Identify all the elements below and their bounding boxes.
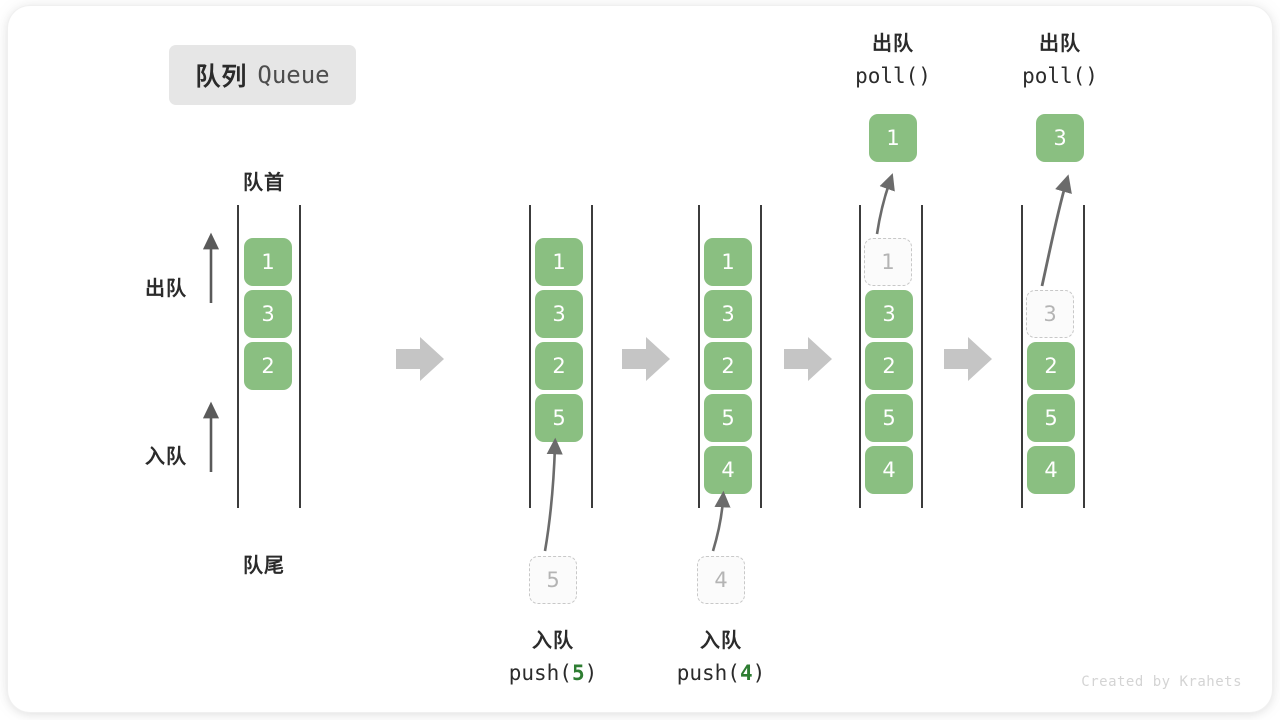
stage2-op-call: push(5)	[508, 661, 598, 685]
stage5-cell-0: 3	[1026, 290, 1074, 338]
stage5-rail-left	[1021, 205, 1023, 508]
stage4-cell-0: 1	[864, 238, 912, 286]
stage5-outgoing-cell: 3	[1036, 114, 1084, 162]
stage1-cell-2: 2	[244, 342, 292, 390]
stage3-cell-4: 4	[704, 446, 752, 494]
stage4-cell-4: 4	[865, 446, 913, 494]
stage3-op-call: push(4)	[676, 661, 766, 685]
stage4-op-label: 出队 poll()	[818, 29, 968, 93]
stage4-cell-3: 5	[865, 394, 913, 442]
stage2-rail-right	[591, 205, 593, 508]
stage5-op-call: poll()	[1022, 64, 1098, 88]
flow-arrow-3	[784, 337, 832, 381]
stage5-rail-right	[1083, 205, 1085, 508]
stage2-cell-3: 5	[535, 394, 583, 442]
title-badge: 队列 Queue	[169, 45, 356, 105]
stage3-cell-0: 1	[704, 238, 752, 286]
flow-arrow-1	[396, 337, 444, 381]
stage3-rail-right	[760, 205, 762, 508]
stage4-op-call: poll()	[855, 64, 931, 88]
stage2-rail-left	[529, 205, 531, 508]
poll-1-arrow	[875, 173, 895, 235]
stage5-cell-2: 5	[1027, 394, 1075, 442]
stage3-cell-1: 3	[704, 290, 752, 338]
flow-arrow-4	[944, 337, 992, 381]
push-5-arrow	[543, 437, 563, 552]
stage2-cell-2: 2	[535, 342, 583, 390]
stage3-rail-left	[698, 205, 700, 508]
diagram-canvas: 队列 Queue 队首 队尾 出队 入队 1 3 2 1 3 2 5 5 入队 …	[8, 6, 1272, 712]
stage4-op-cn: 出队	[872, 33, 914, 55]
watermark: Created by Krahets	[1081, 674, 1242, 690]
stage2-op-label: 入队 push(5)	[478, 626, 628, 690]
stage5-op-cn: 出队	[1039, 33, 1081, 55]
stage2-op-cn: 入队	[532, 630, 574, 652]
stage3-op-cn: 入队	[700, 630, 742, 652]
stage4-rail-right	[921, 205, 923, 508]
title-en: Queue	[257, 61, 330, 89]
stage4-cell-2: 2	[865, 342, 913, 390]
stage2-cell-0: 1	[535, 238, 583, 286]
stage2-cell-1: 3	[535, 290, 583, 338]
stage3-cell-3: 5	[704, 394, 752, 442]
stage5-cell-3: 4	[1027, 446, 1075, 494]
tail-label: 队尾	[243, 555, 285, 577]
dequeue-direction-label: 出队	[145, 278, 187, 300]
stage2-incoming-cell: 5	[529, 556, 577, 604]
title-cn: 队列	[195, 63, 248, 91]
stage1-rail-right	[299, 205, 301, 508]
stage1-cell-0: 1	[244, 238, 292, 286]
stage4-outgoing-cell: 1	[869, 114, 917, 162]
stage4-rail-left	[859, 205, 861, 508]
enqueue-direction-label: 入队	[145, 446, 187, 468]
stage3-op-label: 入队 push(4)	[646, 626, 796, 690]
stage3-incoming-cell: 4	[697, 556, 745, 604]
push-4-arrow	[711, 490, 731, 552]
flow-arrow-2	[622, 337, 670, 381]
stage5-cell-1: 2	[1027, 342, 1075, 390]
stage4-cell-1: 3	[865, 290, 913, 338]
head-label: 队首	[243, 172, 285, 194]
poll-3-arrow	[1040, 174, 1072, 287]
stage3-cell-2: 2	[704, 342, 752, 390]
stage5-op-label: 出队 poll()	[985, 29, 1135, 93]
stage1-cell-1: 3	[244, 290, 292, 338]
stage1-rail-left	[237, 205, 239, 508]
